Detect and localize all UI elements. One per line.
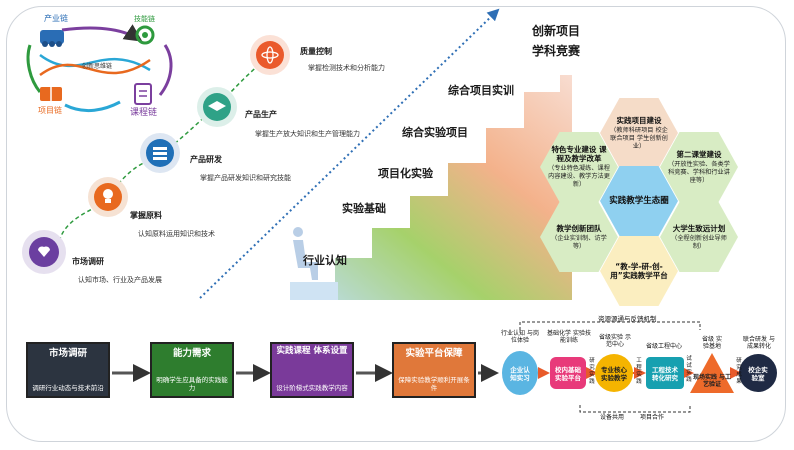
- hex-upper-left-desc: （专业特色凝练、课程内容建设、教学方法更新）: [548, 165, 610, 188]
- bulb-icon: [103, 189, 113, 199]
- flow-node-3: 专业核心 实验教学: [601, 366, 627, 382]
- stair-6: 创新项目: [532, 24, 581, 38]
- flow-side-3: 试试 实践: [686, 356, 692, 383]
- chain-skill-label: 技能链: [134, 15, 155, 23]
- hex-lower-left-desc: （企业实训制、访学等）: [551, 234, 607, 250]
- chain-arrow-right: [158, 44, 173, 96]
- growth-step-3-title: 产品研发: [190, 155, 222, 164]
- hex-top-desc: （教师科研项目 校企联合项目 学生创新创业）: [610, 126, 668, 150]
- chain-course-label: 课程链: [130, 108, 158, 118]
- flow-side-4: 研究 成果: [736, 358, 742, 385]
- staircase: [290, 75, 572, 300]
- chain-project-label: 项目链: [38, 106, 62, 115]
- growth-circle-5: [256, 41, 284, 69]
- heart-icon: [38, 246, 50, 257]
- flow-label-5: 省级 实验基地: [702, 336, 722, 350]
- hex-center-title: 实践教学生态圈: [609, 195, 669, 206]
- flow-node-6-shape: [739, 354, 777, 392]
- flow-label-1: 行业认知 与岗位体验: [501, 330, 539, 344]
- flow-label-6: 联合研发 与成果转化: [743, 336, 775, 350]
- progress-arrow: [199, 8, 500, 299]
- growth-step-4-desc: 掌握生产放大知识和生产管理能力: [255, 130, 360, 138]
- chain-wave-blue: [39, 53, 151, 72]
- phase-4: 实验平台保障 保障实验教学顺利开展条件: [392, 342, 476, 398]
- flow-side-2: 工程 实践: [636, 358, 642, 385]
- hex-center: 实践教学生态圈: [600, 166, 678, 236]
- growth-step-3-desc: 掌握产品研发知识和研究技能: [200, 174, 291, 182]
- flow-side-1: 研究 实践: [589, 358, 595, 385]
- hex-upper-right: 第二课堂建设 （开放性实验、各类学科竞赛、学科和行业讲座等）: [660, 132, 738, 202]
- chain-arrow-bottom: [64, 100, 121, 113]
- stair-2: 实验基础: [342, 202, 386, 215]
- chain-arrow-left: [26, 44, 42, 93]
- stair-5: 综合项目实训: [448, 84, 514, 97]
- growth-circles: [22, 35, 290, 274]
- phase-2: 能力需求 明确学生应具备的实践能力: [150, 342, 234, 398]
- stair-3: 项目化实验: [378, 167, 433, 180]
- hex-upper-left-title: 特色专业建设 课程及教学改革: [551, 145, 607, 163]
- conveyor-icon: [40, 30, 64, 44]
- phase-2-title: 能力需求: [172, 348, 211, 359]
- person-icon: [293, 227, 303, 237]
- flow-node-1: 企业认 知实习: [510, 366, 530, 382]
- phase-3-desc: 设计阶梯式实践教学内容: [276, 384, 348, 392]
- flow-node-2: 校内基础 实验平台: [555, 366, 581, 382]
- flow-node-1-shape: [502, 351, 538, 395]
- growth-step-1-desc: 认知市场、行业及产品发展: [78, 276, 162, 284]
- growth-step-2-title: 掌握原料: [130, 211, 162, 220]
- clipboard-icon: [134, 83, 152, 105]
- flow-bottom-note-1: 设备共用: [600, 414, 625, 421]
- phase-3: 实践课程 体系设置 设计阶梯式实践教学内容: [270, 342, 354, 398]
- hex-upper-right-title: 第二课堂建设: [676, 149, 722, 159]
- phase-1-title: 市场调研: [48, 348, 87, 359]
- chain-center-label: 创新思维链: [82, 63, 113, 70]
- chain-arrow-top: [61, 24, 143, 42]
- flow-node-3-shape: [595, 354, 633, 392]
- phase-1: 市场调研 调研行业动态与技术前沿: [26, 342, 110, 398]
- growth-step-2-desc: 认知原料运用知识和技术: [138, 230, 215, 238]
- flow-node-6: 校企实 验室: [748, 366, 768, 382]
- growth-step-5-title: 质量控制: [300, 47, 332, 56]
- hex-lower-left-title: 教学创新团队: [556, 223, 602, 233]
- cap-icon: [208, 101, 226, 111]
- gear-icon: [135, 25, 155, 45]
- chain-wave-orange: [39, 58, 151, 77]
- flow-node-5: 现场实践 与工艺验证: [692, 374, 732, 388]
- books-icon: [153, 147, 167, 150]
- chain-industry-label: 产业链: [44, 14, 68, 23]
- stair-1: 行业认知: [303, 254, 347, 267]
- flow-node-2-shape: [550, 357, 586, 389]
- flow-label-2: 基础化学 实验技能训练: [547, 330, 591, 344]
- flow-node-4: 工程技术 转化研究: [652, 366, 678, 382]
- flow-node-5-shape: [690, 353, 734, 393]
- hex-upper-left: 特色专业建设 课程及教学改革 （专业特色凝练、课程内容建设、教学方法更新）: [540, 132, 618, 202]
- phase-3-title: 实践课程 体系设置: [276, 346, 348, 356]
- phase-2-desc: 明确学生应具备的实践能力: [156, 376, 228, 392]
- flow-bottom-note-2: 项目合作: [640, 414, 665, 421]
- hex-bottom-title: “教-学-研-创-用”实践教学平台: [610, 262, 668, 280]
- outer-frame: [6, 6, 786, 442]
- atom-icon: [261, 51, 279, 59]
- stair-7: 学科竞赛: [532, 44, 581, 58]
- hex-lower-right-title: 大学生致远计划: [672, 223, 726, 233]
- hex-top-title: 实践项目建设: [616, 115, 662, 125]
- phase-4-title: 实验平台保障: [405, 348, 463, 359]
- chain-cycle: [26, 24, 173, 113]
- growth-path: [57, 59, 266, 249]
- flow-node-4-shape: [646, 357, 684, 389]
- growth-step-5-desc: 掌握检测技术和分析能力: [308, 64, 385, 72]
- phase-1-desc: 调研行业动态与技术前沿: [32, 384, 104, 392]
- hex-upper-right-desc: （开放性实验、各类学科竞赛、学科和行业讲座等）: [668, 160, 730, 184]
- hex-lower-right-desc: （全程创新创业导师制）: [671, 234, 727, 250]
- flow-label-4: 省级工程中心: [646, 343, 683, 350]
- flow-top-note: 资源源通与反馈机制: [598, 315, 657, 323]
- phase-4-desc: 保障实验教学顺利开展条件: [398, 376, 470, 392]
- growth-step-4-title: 产品生产: [245, 110, 277, 119]
- flow-panel: [502, 321, 777, 413]
- growth-step-1-title: 市场调研: [72, 257, 104, 266]
- stair-4: 综合实验项目: [402, 126, 468, 139]
- flow-label-3: 省级实验 示范中心: [599, 334, 631, 348]
